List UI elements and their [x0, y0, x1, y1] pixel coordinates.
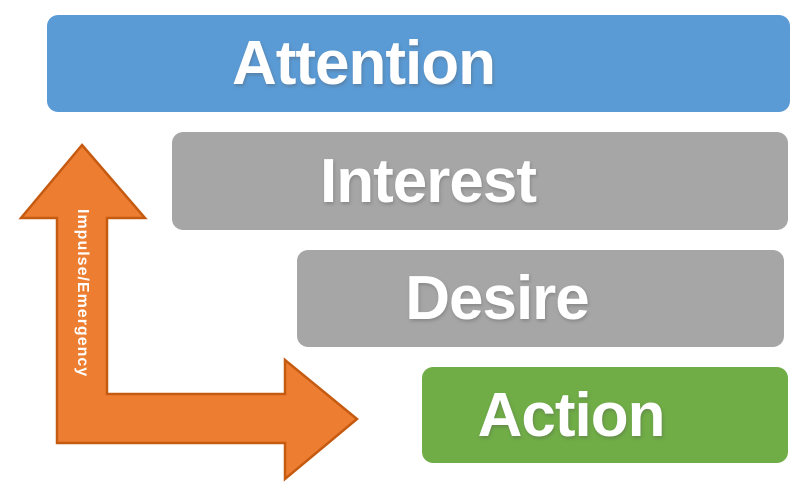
- bar-desire: Desire: [297, 250, 784, 347]
- bar-attention-label: Attention: [231, 29, 496, 98]
- arrow-label: Impulse/Emergency: [74, 208, 91, 378]
- bent-arrow-shape: [18, 143, 359, 482]
- bar-action-label: Action: [477, 380, 666, 450]
- bar-interest: Interest: [172, 132, 788, 230]
- bar-action: Action: [422, 367, 788, 463]
- bar-interest-label: Interest: [320, 146, 537, 216]
- bar-desire-label: Desire: [405, 264, 590, 333]
- bar-attention: Attention: [47, 15, 790, 112]
